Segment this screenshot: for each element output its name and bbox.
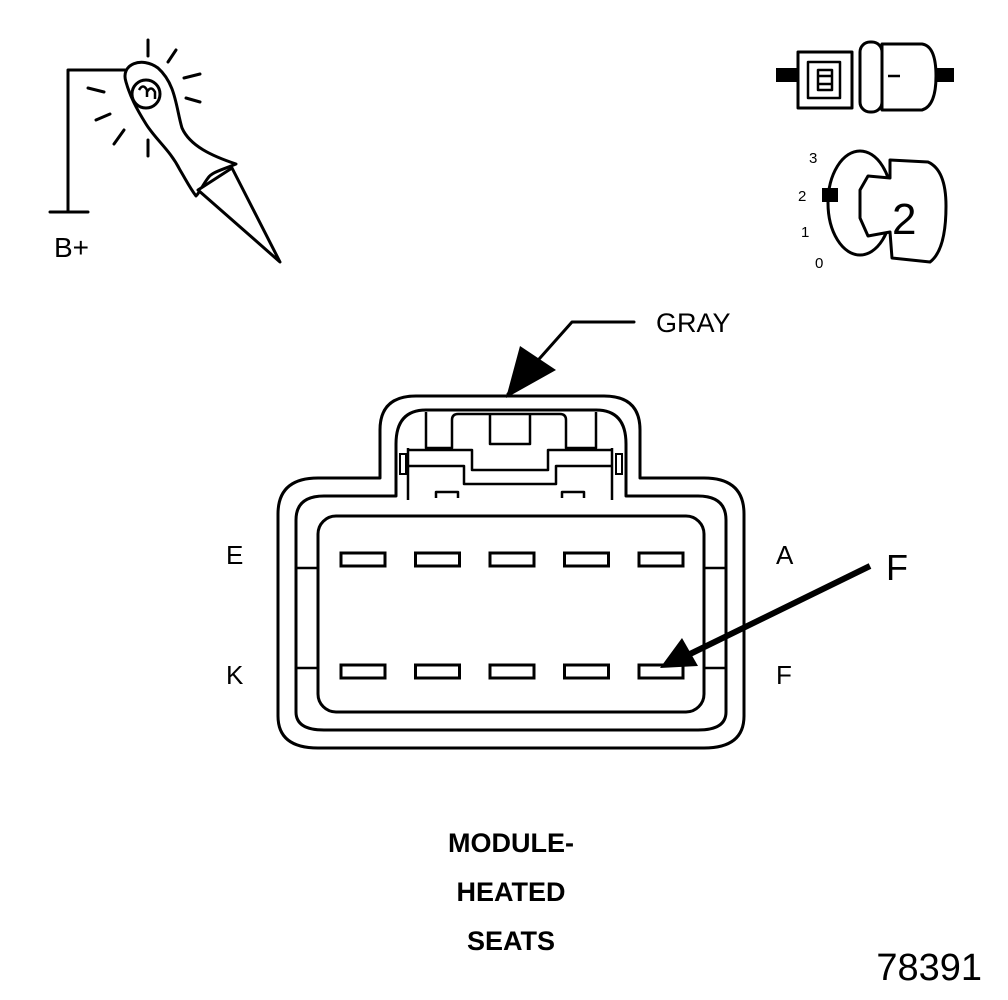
terminal-cavity-bottom-4 (563, 663, 610, 680)
key-position-marker (822, 188, 838, 202)
terminal-cavity-top-2 (414, 551, 461, 568)
cavity-label-f: F (776, 660, 792, 690)
terminal-cavity-top-4 (563, 551, 610, 568)
terminal-cavity-bottom-5 (637, 663, 685, 680)
connector-body (276, 394, 746, 750)
terminal-cavity-top-3 (488, 551, 536, 568)
terminal-cavities (339, 551, 685, 680)
key-position-1: 1 (801, 224, 809, 241)
terminal-cavity-bottom-3 (488, 663, 536, 680)
cavity-pointer-arrowhead (660, 638, 698, 668)
light-rays-icon (86, 38, 202, 158)
caption-line-2: HEATED (456, 877, 565, 907)
cavity-label-k: K (226, 660, 244, 690)
caption-line-3: SEATS (467, 926, 555, 956)
terminal-cavity-top-5 (637, 551, 685, 568)
cavity-pointer-label: F (886, 547, 908, 588)
cavity-label-e: E (226, 540, 243, 570)
figure-number: 78391 (876, 947, 982, 989)
key-position-3: 3 (809, 150, 817, 167)
cavity-label-a: A (776, 540, 794, 570)
connector-latch (399, 412, 623, 500)
b-plus-label: B+ (54, 232, 89, 263)
cavity-pointer-line (688, 563, 872, 657)
gray-callout-arrowhead (506, 346, 556, 398)
terminal-cavity-top-1 (339, 551, 387, 568)
ignition-key-icon (822, 149, 948, 264)
connector-color-label: GRAY (656, 308, 731, 338)
caption-line-1: MODULE- (448, 828, 574, 858)
unplugged-connector-icon (776, 40, 954, 114)
probe-tip (196, 166, 282, 264)
test-light-lead (66, 68, 140, 214)
terminal-cavity-bottom-1 (339, 663, 387, 680)
key-position-0: 0 (815, 255, 823, 272)
key-selected-position: 2 (892, 195, 916, 244)
terminal-cavity-bottom-2 (414, 663, 461, 680)
probe-logo-icon (137, 85, 157, 99)
test-light-icon (48, 38, 282, 264)
key-position-2: 2 (798, 188, 806, 205)
